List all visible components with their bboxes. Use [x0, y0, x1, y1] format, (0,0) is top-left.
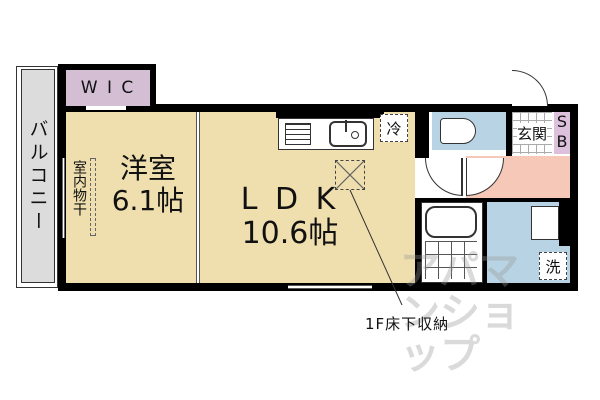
wic-door-opening: [86, 106, 126, 110]
washing-machine-space: 洗: [539, 252, 567, 280]
partition-western-ldk: [196, 112, 200, 283]
leader-line: [349, 189, 403, 306]
fridge-space: 冷: [380, 114, 408, 142]
indoor-drying-label: 室内物干: [71, 160, 87, 216]
genkan: 玄関: [512, 112, 552, 154]
underfloor-storage-label: 1F床下収納: [365, 315, 450, 333]
sink-icon: [329, 120, 367, 147]
balcony-label: バルコニー: [26, 118, 49, 234]
wall-bath-west: [415, 198, 421, 288]
ldk-label: L D K 10.6帖: [215, 185, 365, 249]
western-room-name: 洋室: [119, 152, 176, 185]
wic-label: W I C: [80, 78, 136, 98]
kitchen-wall: [276, 110, 384, 118]
western-room-size: 6.1帖: [111, 184, 185, 217]
toilet-room: [432, 112, 506, 150]
genkan-label: 玄関: [516, 122, 547, 144]
wall-washroom-notch: [559, 202, 570, 246]
toilet-door-swing: [425, 158, 463, 196]
wall-toilet-genkan: [506, 104, 512, 160]
underfloor-hatch: [335, 160, 365, 190]
washbasin-icon: [531, 206, 559, 240]
ldk-name: L D K: [240, 182, 340, 217]
watermark: アパマンショップ: [400, 248, 520, 378]
balcony-window: [62, 158, 65, 238]
wall-wic-top: [58, 64, 155, 70]
western-room-label: 洋室 6.1帖: [100, 155, 196, 215]
bathroom: [421, 202, 483, 283]
balcony: バルコニー: [21, 69, 55, 283]
western-room: [66, 112, 196, 283]
wall-east: [570, 104, 578, 291]
kitchen-counter: [278, 118, 374, 150]
bath-floor-tiles: [425, 241, 477, 279]
wall-wic-east: [150, 64, 156, 114]
wall-core: [415, 110, 429, 158]
wall-bath-east: [483, 198, 487, 288]
south-window: [288, 285, 372, 289]
stove-icon: [285, 123, 311, 145]
wall-north: [58, 104, 578, 112]
drying-rail: [90, 158, 96, 236]
washroom: 洗: [487, 202, 570, 283]
ldk-size: 10.6帖: [241, 216, 339, 251]
entrance-door-swing: [512, 70, 548, 106]
wall-bath-top: [415, 198, 575, 202]
shoe-box: S B: [554, 112, 570, 154]
wic-room: W I C: [66, 70, 150, 106]
bathtub-icon: [425, 206, 477, 238]
toilet-icon: [440, 118, 476, 144]
